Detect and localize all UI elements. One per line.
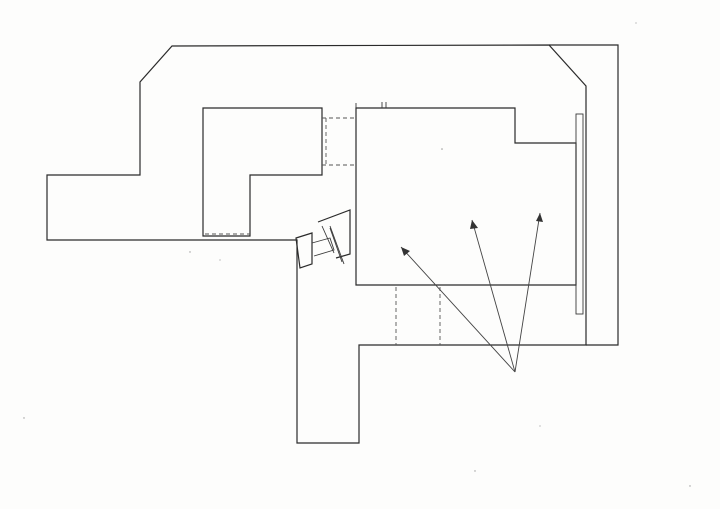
outer-outline xyxy=(46,44,587,444)
left-inner-block xyxy=(202,107,323,237)
outer-right-wall xyxy=(549,44,619,346)
connector-dashed xyxy=(322,117,356,166)
main-room xyxy=(355,107,577,286)
scan-specks xyxy=(23,22,691,487)
rotated-component xyxy=(295,209,351,269)
right-wall-panel xyxy=(575,113,584,315)
arrow-group xyxy=(400,212,543,373)
top-marks xyxy=(355,102,387,108)
